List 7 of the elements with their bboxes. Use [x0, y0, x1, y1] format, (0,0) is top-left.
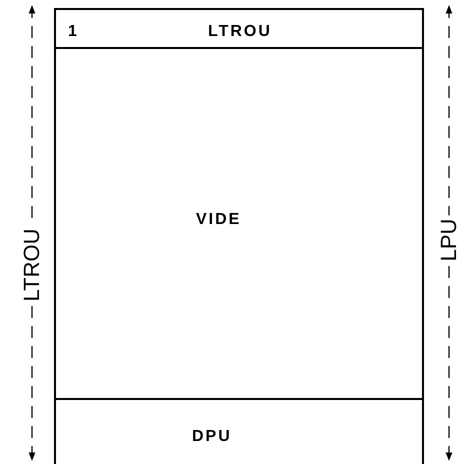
section-label: 1 — [68, 23, 79, 41]
section-box — [54, 398, 424, 464]
section-label: VIDE — [196, 211, 242, 229]
section-label: DPU — [192, 428, 232, 446]
section-box — [54, 8, 424, 49]
section-box — [54, 47, 424, 400]
section-label: LTROU — [208, 23, 272, 41]
